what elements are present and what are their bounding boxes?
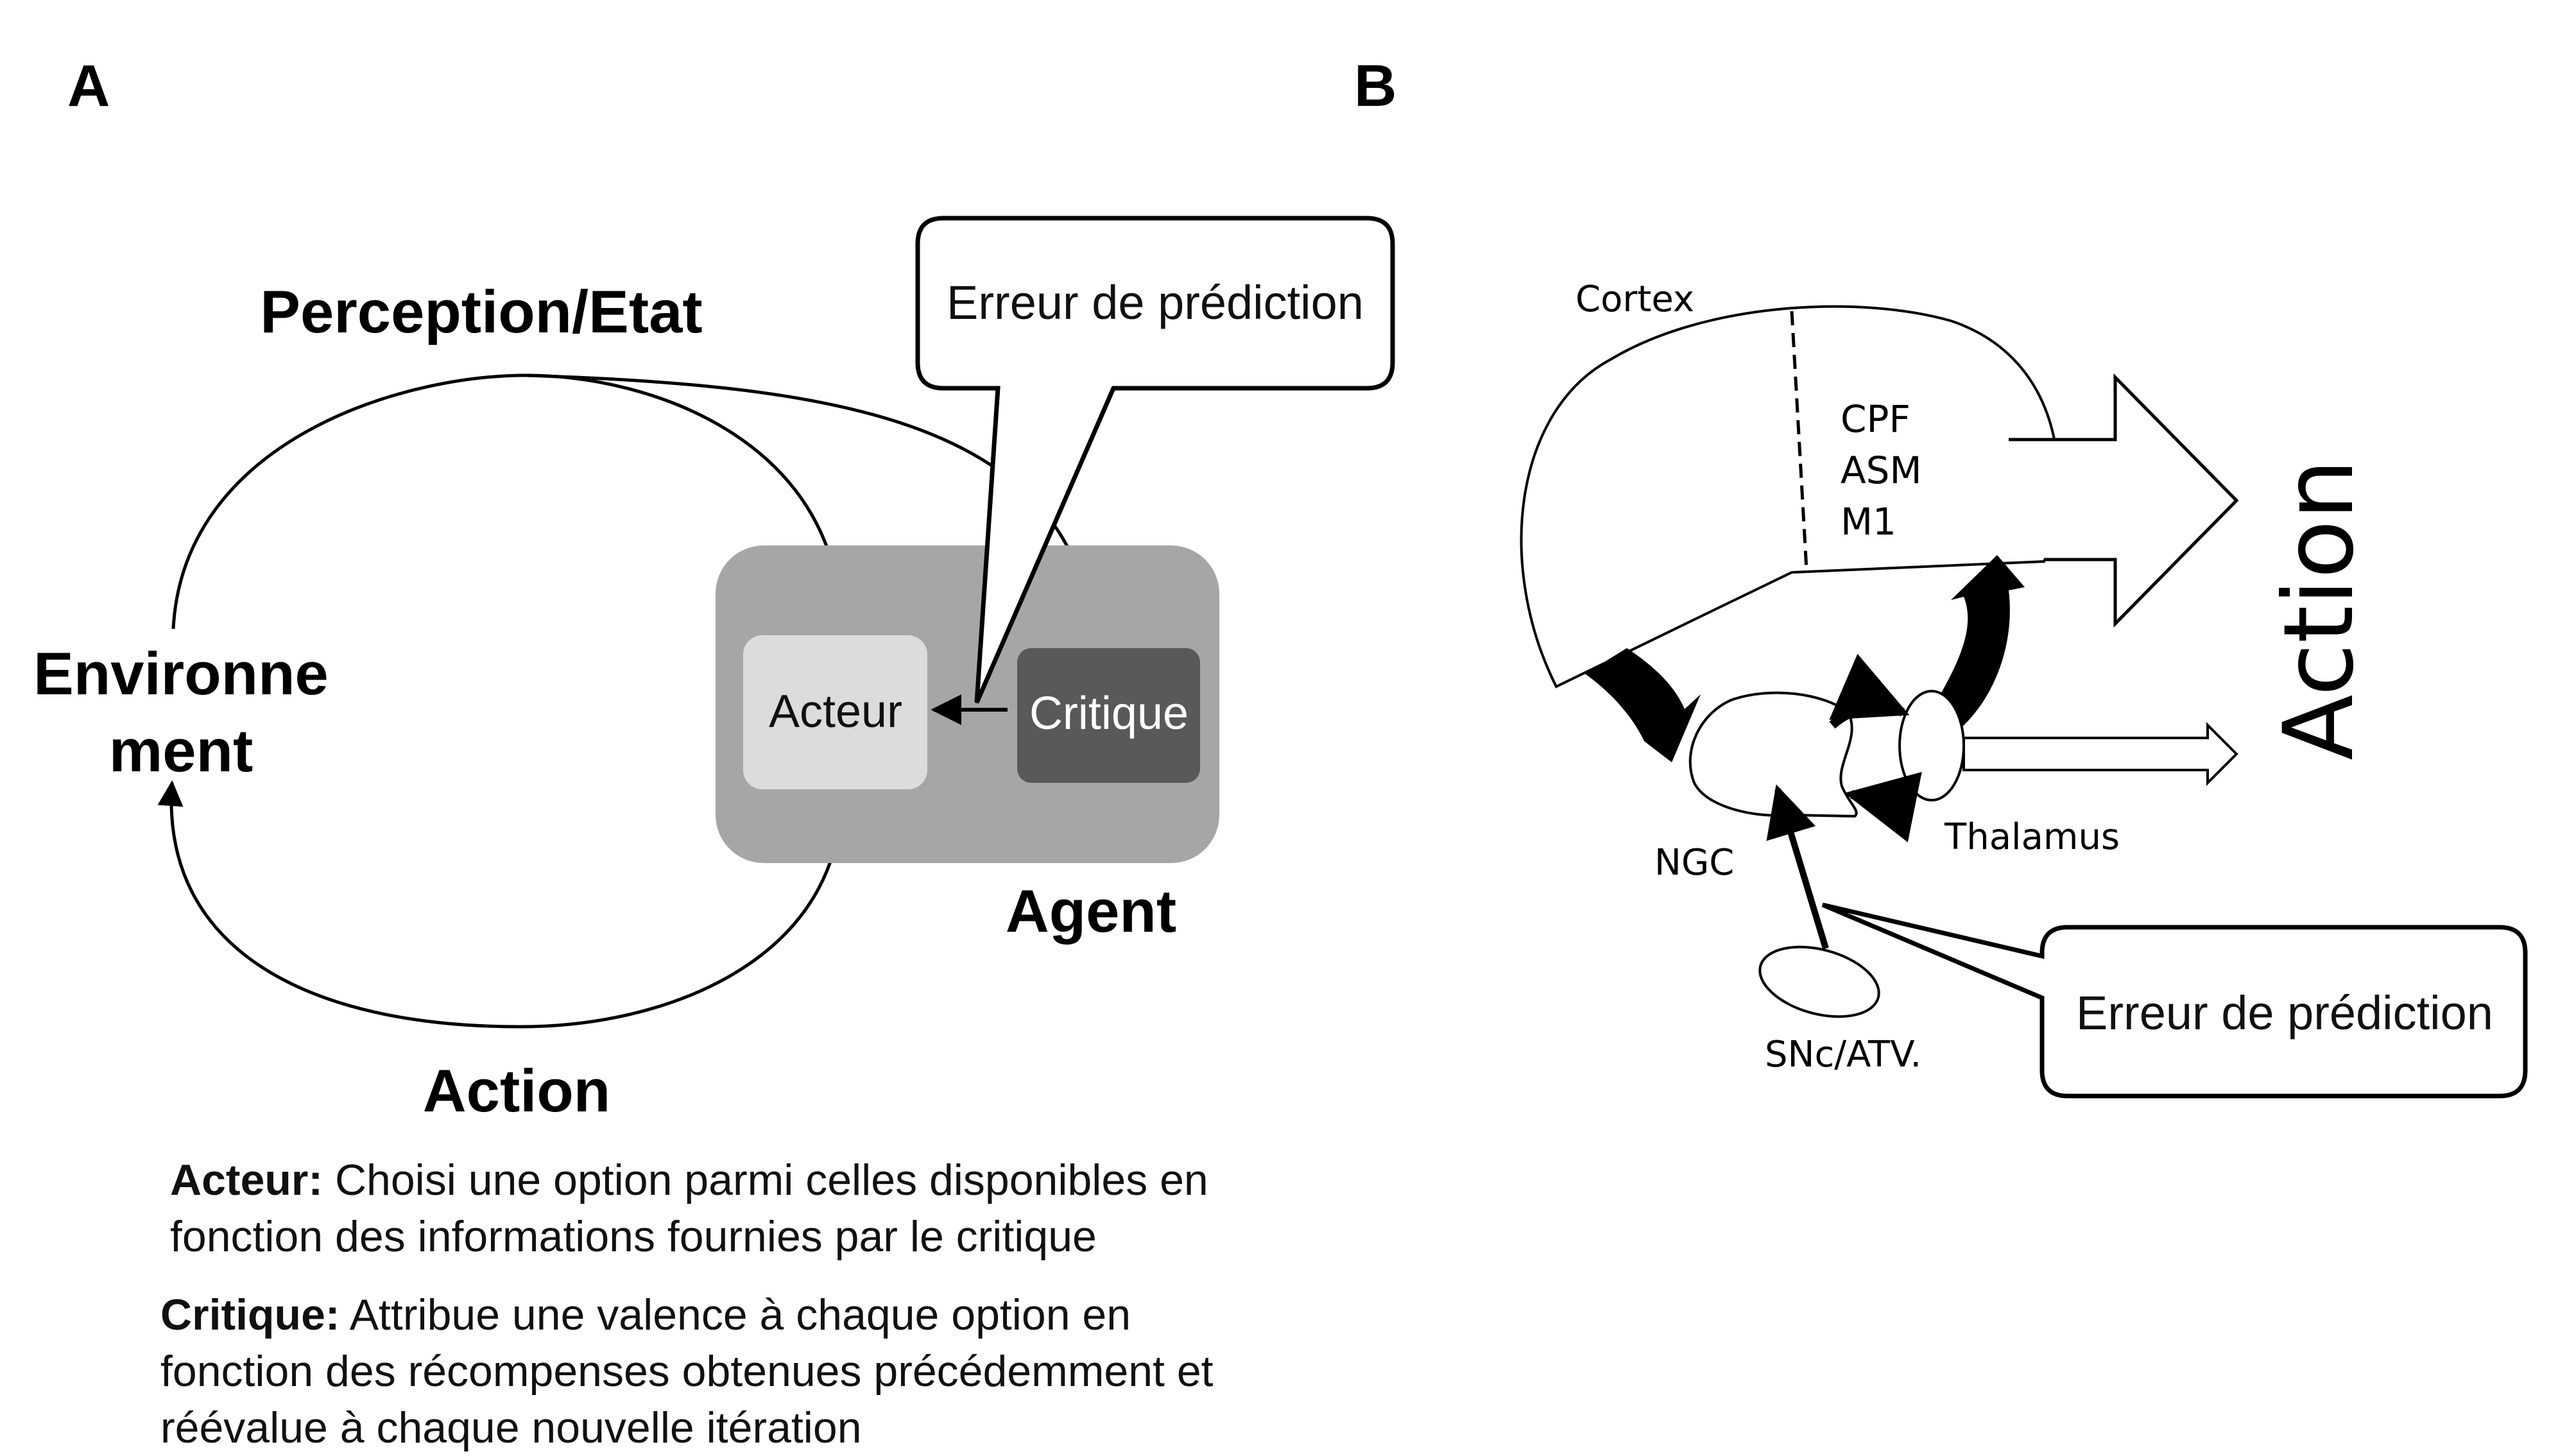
- cortex-area-cpf: CPF: [1841, 397, 1910, 441]
- legend-actor-term: Acteur:: [170, 1156, 323, 1204]
- perception-label: Perception/Etat: [260, 278, 703, 345]
- legend-critic-line1: Critique: Attribue une valence à chaque …: [160, 1287, 1412, 1343]
- cortex-area-m1: M1: [1841, 500, 1896, 544]
- critic-box-label: Critique: [1029, 688, 1189, 739]
- panel-b-letter: B: [1354, 53, 1396, 119]
- thalamus-to-cortex-arrow: [1925, 555, 2025, 728]
- critic-box: [1017, 648, 1200, 783]
- legend-critic-term: Critique:: [160, 1290, 340, 1339]
- thalamus-label: Thalamus: [1944, 816, 2120, 858]
- ngc-to-thalamus-loop: [1829, 653, 1910, 729]
- perception-to-critic-arc: [526, 373, 1101, 622]
- error-callout-b-text: Erreur de prédiction: [2076, 986, 2493, 1040]
- actor-box: [743, 635, 927, 789]
- snc-label: SNc/ATV.: [1765, 1034, 1921, 1075]
- snc-shape: [1758, 945, 1880, 1018]
- environment-label-line1: Environne: [33, 640, 329, 707]
- ngc-shape: [1688, 691, 1858, 818]
- error-callout-a-text: Erreur de prédiction: [947, 276, 1364, 329]
- legend-actor-line1: Acteur: Choisi une option parmi celles d…: [170, 1152, 1389, 1208]
- thalamus-output-arrow: [1962, 722, 2238, 786]
- cortex-to-ngc-arrow: [1585, 648, 1701, 762]
- cortex-area-asm: ASM: [1841, 449, 1922, 492]
- legend-critic-desc1: Attribue une valence à chaque option en: [339, 1290, 1131, 1339]
- legend-actor-desc1: Choisi une option parmi celles disponibl…: [323, 1156, 1208, 1204]
- legend-critic-line2: fonction des récompenses obtenues précéd…: [160, 1347, 1214, 1396]
- actor-box-label: Acteur: [769, 686, 902, 737]
- action-label-a: Action: [423, 1057, 610, 1124]
- snc-to-ngc-arrow: [1766, 784, 1829, 950]
- legend-actor: Acteur: Choisi une option parmi celles d…: [170, 1152, 1389, 1265]
- cortex-label: Cortex: [1575, 278, 1694, 320]
- environment-to-actor-arc: [171, 373, 853, 630]
- environment-label-line2: ment: [109, 717, 253, 784]
- legend-critic-line3: réévalue à chaque nouvelle itération: [160, 1403, 862, 1452]
- legend-critic: Critique: Attribue une valence à chaque …: [160, 1287, 1412, 1456]
- action-arrow-large: [2009, 373, 2239, 628]
- agent-label: Agent: [1006, 877, 1176, 945]
- error-callout-a: [915, 216, 1395, 704]
- legend-actor-line2: fonction des informations fournies par l…: [170, 1212, 1097, 1261]
- thalamus-to-ngc-loop: [1844, 771, 1922, 843]
- actor-to-environment-arc: [157, 776, 843, 1029]
- panel-a-letter: A: [67, 53, 110, 119]
- ngc-label: NGC: [1654, 842, 1734, 884]
- error-callout-b: [1821, 902, 2528, 1099]
- action-label-b: Action: [2263, 459, 2375, 760]
